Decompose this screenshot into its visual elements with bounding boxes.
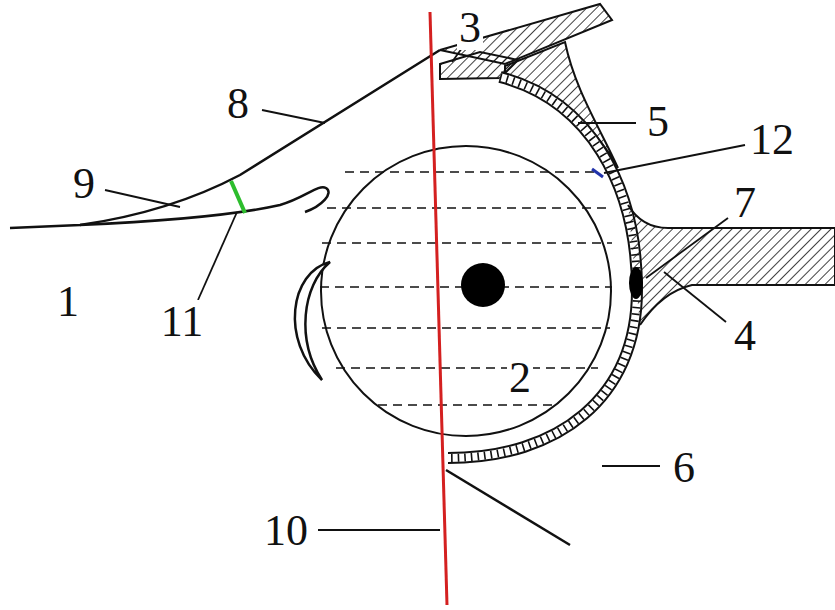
leader-line xyxy=(318,529,440,531)
callout-number: 10 xyxy=(262,509,310,553)
leader-line xyxy=(105,190,180,207)
callout-number: 3 xyxy=(457,6,483,50)
callout-number: 6 xyxy=(671,446,697,490)
dashed-line xyxy=(327,207,607,209)
dashed-line xyxy=(322,327,610,329)
leader-line xyxy=(578,122,636,124)
eyeball xyxy=(321,146,611,436)
lower-lid-line xyxy=(446,470,570,545)
leader-line xyxy=(604,145,745,173)
callout-number: 2 xyxy=(507,356,533,400)
green-mark xyxy=(231,181,245,213)
black-dot xyxy=(461,263,505,307)
callout-number: 1 xyxy=(55,280,81,324)
bone-band xyxy=(440,4,612,64)
callout-number: 9 xyxy=(71,162,97,206)
callout-number: 11 xyxy=(159,300,205,344)
dashed-line xyxy=(378,404,556,406)
callout-number: 7 xyxy=(732,181,758,225)
leader-line xyxy=(262,110,325,123)
dashed-line xyxy=(322,242,612,244)
dashed-line xyxy=(345,171,600,173)
lid-margin xyxy=(80,187,329,225)
callout-number: 12 xyxy=(748,118,796,162)
dashed-line xyxy=(336,367,598,369)
leader-line xyxy=(664,272,726,322)
red-axis-line xyxy=(430,12,447,605)
callout-number: 8 xyxy=(225,82,251,126)
leader-line xyxy=(198,212,237,300)
leader-line xyxy=(646,218,728,278)
lid-outline xyxy=(10,50,440,228)
leader-line xyxy=(602,465,660,467)
conjunctival-fold xyxy=(295,262,330,380)
blue-mark xyxy=(592,169,603,177)
callout-number: 5 xyxy=(645,100,671,144)
callout-number: 4 xyxy=(732,314,758,358)
black-oval xyxy=(629,267,643,299)
leader-line xyxy=(452,48,462,62)
dashed-lines xyxy=(320,172,612,405)
leader-lines xyxy=(105,48,745,530)
